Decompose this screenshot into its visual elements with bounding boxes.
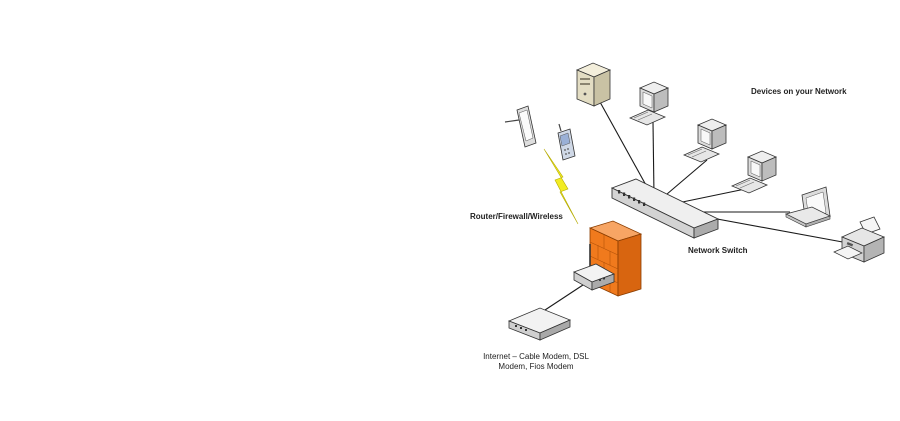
wireless-router-icon xyxy=(573,244,615,291)
modem-icon xyxy=(507,307,572,341)
lightning-icon xyxy=(543,148,579,225)
modem-label-line-2: Modem, Fios Modem xyxy=(498,362,574,371)
switch-label: Network Switch xyxy=(688,246,748,255)
link-switch-desktop-2 xyxy=(659,159,708,201)
modem-label-line-1: Internet – Cable Modem, DSL xyxy=(483,352,589,361)
desktop-icon xyxy=(628,81,670,126)
desktop-icon xyxy=(682,118,728,163)
smartphone-icon xyxy=(504,105,537,148)
link-switch-desktop-1 xyxy=(652,121,655,197)
laptop-icon xyxy=(784,186,832,228)
devices-title: Devices on your Network xyxy=(751,87,847,96)
router-label: Router/Firewall/Wireless xyxy=(470,212,563,221)
link-switch-server xyxy=(599,101,653,197)
server-icon xyxy=(575,62,612,107)
link-router-modem xyxy=(544,282,587,311)
network-switch-icon xyxy=(610,178,720,239)
printer-icon xyxy=(833,216,886,263)
cellphone-icon xyxy=(557,123,576,161)
desktop-icon xyxy=(730,150,778,194)
modem-label: Internet – Cable Modem, DSL Modem, Fios … xyxy=(480,352,592,372)
